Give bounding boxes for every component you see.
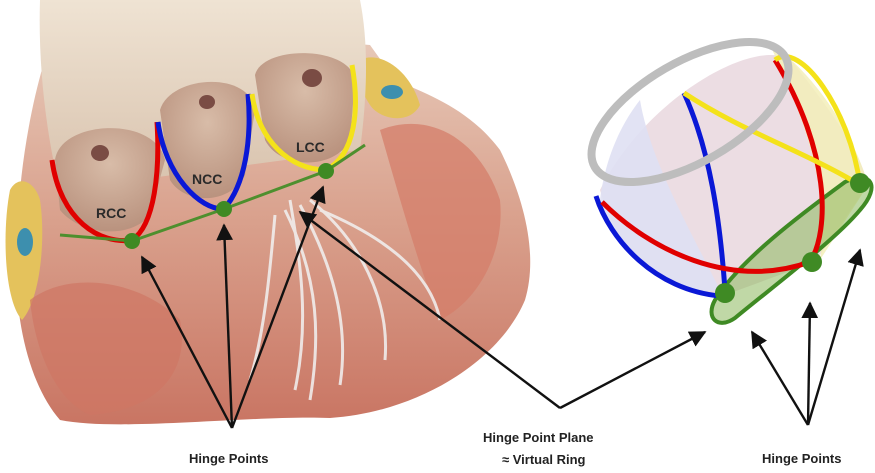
caption-hinge-points-right: Hinge Points: [762, 451, 841, 466]
caption-hinge-point-plane: Hinge Point Plane: [483, 430, 594, 445]
arrow-hinge-schematic-1: [752, 332, 808, 425]
coronary-ostium: [199, 95, 215, 109]
hinge-point-schematic-2: [802, 252, 822, 272]
caption-virtual-ring: ≈ Virtual Ring: [502, 452, 585, 467]
hinge-point-schematic-1: [715, 283, 735, 303]
hinge-point-rcc: [124, 233, 140, 249]
rcc-label: RCC: [96, 205, 126, 221]
lcc-label: LCC: [296, 139, 325, 155]
caption-hinge-points-left: Hinge Points: [189, 451, 268, 466]
arrow-plane-right: [560, 332, 705, 408]
hinge-point-schematic-3: [850, 173, 870, 193]
arrow-hinge-schematic-2: [808, 303, 810, 425]
coronary-vessel-right: [381, 85, 403, 99]
hinge-point-lcc: [318, 163, 334, 179]
coronary-ostium: [302, 69, 322, 87]
ncc-label: NCC: [192, 171, 222, 187]
coronary-vessel-left: [17, 228, 33, 256]
hinge-point-ncc: [216, 201, 232, 217]
anatomy-illustration: RCC NCC LCC: [6, 0, 531, 424]
coronary-ostium: [91, 145, 109, 161]
arrow-hinge-schematic-3: [808, 250, 860, 425]
valve-schematic: [570, 14, 872, 323]
